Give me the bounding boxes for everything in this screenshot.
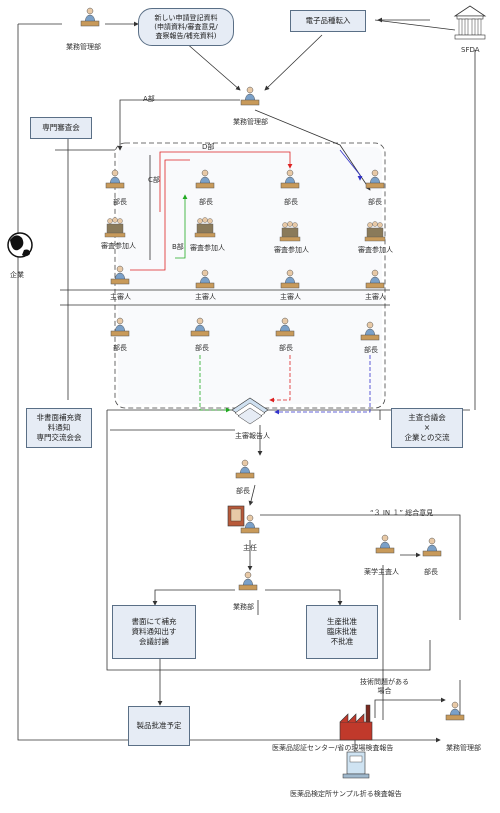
new-app-line-2: (申請資料/審査意見/ [154, 22, 218, 31]
business-mgmt-person-icon [80, 7, 100, 27]
document-stack-icon [231, 397, 269, 425]
business-dept-label: 業務部 [233, 603, 254, 611]
company-label: 企業 [10, 271, 24, 279]
participants-c-icon [279, 221, 301, 242]
dept-d-label: D部 [202, 143, 215, 151]
business-mgmt-label: 業務管理部 [66, 43, 101, 51]
ecom-transfer-node: 電子品種転入 [290, 10, 366, 32]
screen-icon [227, 505, 245, 527]
pharm-head-label: 部長 [424, 568, 438, 576]
mgmt-right-label: 業務管理部 [446, 744, 481, 752]
chief-report-label: 主審報告人 [235, 432, 270, 440]
reviewer-d-label: 主審人 [365, 293, 386, 301]
decision-node: 生産批准 臨床批准 不批准 [306, 605, 378, 659]
cert-center-label: 医薬品認証センター/省の現場検査報告 [272, 744, 394, 752]
mgmt-mid-person-icon [240, 86, 260, 106]
head-a-label: 部長 [113, 198, 127, 206]
sfda-building-icon [453, 5, 487, 40]
globe-icon [7, 232, 33, 258]
decision-line-3: 不批准 [330, 637, 354, 646]
dept-c-label: C部 [148, 176, 160, 184]
business-dept-person-icon [238, 571, 258, 591]
mgmt-mid-label: 業務管理部 [233, 118, 268, 126]
new-app-line-1: 新しい申請登記資料 [154, 13, 218, 22]
schedule-label: 製品批准予定 [136, 721, 182, 730]
participants-d-label: 審査参加人 [358, 246, 393, 254]
council-line-2: × [423, 423, 431, 432]
participants-b-icon [194, 217, 216, 238]
three-in-one-label: “３ IN １” 総合意見 [370, 509, 434, 517]
lab-equipment-icon [342, 751, 370, 779]
head-b-label: 部長 [199, 198, 213, 206]
center-head-label: 部長 [236, 487, 250, 495]
council-line-3: 企業との交流 [404, 433, 450, 442]
tech-issue-note: 技術問題がある 場合 [360, 678, 409, 696]
notice-node: 非書面補充資 料通知 専門交流会会 [26, 408, 92, 448]
new-app-line-3: 査察報告/補充資料) [155, 31, 217, 40]
reviewer-b-label: 主審人 [195, 293, 216, 301]
written-line-1: 書面にて補充 [131, 617, 177, 626]
expert-review-node: 専門審査会 [30, 117, 92, 139]
notice-line-1: 非書面補充資 [36, 413, 82, 422]
participants-c-label: 審査参加人 [274, 246, 309, 254]
written-notice-node: 書面にて補充 資料通知出す 会議討論 [112, 605, 196, 659]
tech-line-2: 場合 [377, 687, 392, 695]
tech-line-1: 技術問題がある [360, 678, 409, 686]
pharm-lead-label: 薬学主査人 [364, 568, 399, 576]
factory-icon [339, 704, 373, 741]
inspection-label: 医薬品検定所サンプル折る検査報告 [290, 790, 402, 798]
lower-head-a-label: 部長 [113, 344, 127, 352]
decision-line-1: 生産批准 [327, 617, 357, 626]
pharm-lead-icon [375, 534, 395, 554]
participants-a-icon [104, 217, 126, 238]
dept-b-label: B部 [172, 243, 184, 251]
written-line-3: 会議討論 [139, 637, 169, 646]
lower-head-c-label: 部長 [279, 344, 293, 352]
expert-exchange-label: 専門交流会会 [36, 433, 82, 442]
participants-a-label: 審査参加人 [101, 242, 136, 250]
schedule-node: 製品批准予定 [128, 706, 190, 746]
pharm-head-icon [422, 537, 442, 557]
ecom-transfer-label: 電子品種転入 [305, 16, 351, 25]
participants-d-icon [364, 221, 386, 242]
written-line-2: 資料通知出す [131, 627, 177, 636]
center-head-icon [235, 459, 255, 479]
reviewer-a-label: 主審人 [110, 293, 131, 301]
reviewer-c-label: 主審人 [280, 293, 301, 301]
participants-b-label: 審査参加人 [190, 244, 225, 252]
dept-a-label: A部 [143, 95, 155, 103]
new-application-node: 新しい申請登記資料 (申請資料/審査意見/ 査察報告/補充資料) [138, 8, 234, 46]
notice-line-2: 料通知 [47, 423, 71, 432]
lower-head-d-label: 部長 [364, 346, 378, 354]
expert-review-label: 専門審査会 [42, 123, 80, 132]
mgmt-right-person-icon [445, 701, 465, 721]
lower-head-b-label: 部長 [195, 344, 209, 352]
sfda-label: SFDA [461, 46, 480, 54]
council-node: 主査合議会 × 企業との交流 [391, 408, 463, 448]
decision-line-2: 臨床批准 [327, 627, 357, 636]
head-d-label: 部長 [368, 198, 382, 206]
council-line-1: 主査合議会 [408, 413, 446, 422]
head-c-label: 部長 [284, 198, 298, 206]
director-label: 主任 [243, 544, 257, 552]
